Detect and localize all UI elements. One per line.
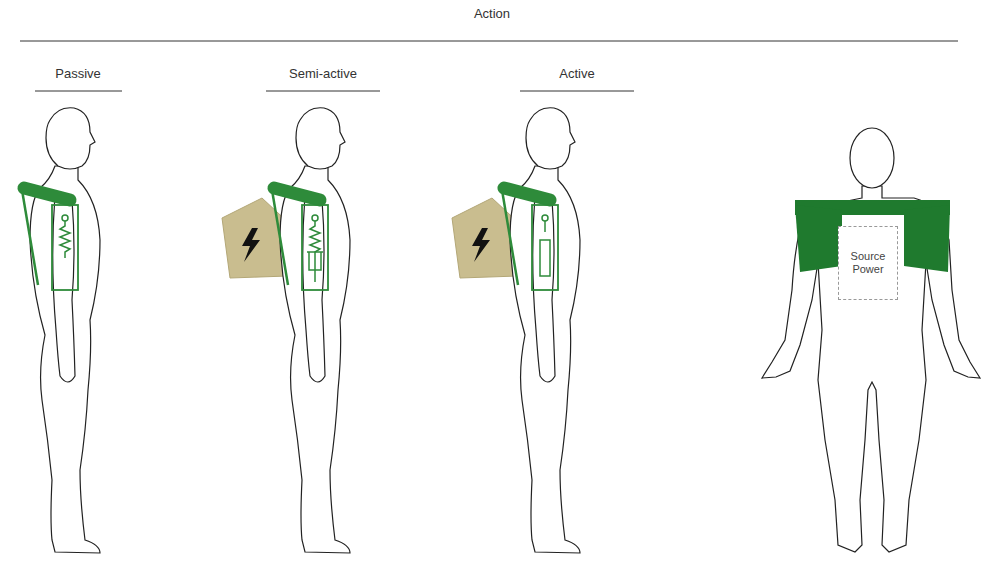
title-rule (20, 41, 958, 42)
column-header: Passive (55, 66, 101, 82)
column-header: Active (559, 66, 594, 82)
power-source-box: Source Power (838, 226, 898, 300)
passive-figure (22, 108, 100, 553)
header-rule (520, 91, 634, 92)
header-rule (35, 91, 122, 92)
front-figure (762, 128, 980, 552)
active-figure (452, 108, 580, 553)
header-rule (266, 91, 380, 92)
diagram-title: Action (474, 6, 510, 22)
node-text: Source Power (843, 250, 893, 276)
semi-active-figure (222, 108, 350, 553)
column-header: Semi-active (289, 66, 357, 82)
